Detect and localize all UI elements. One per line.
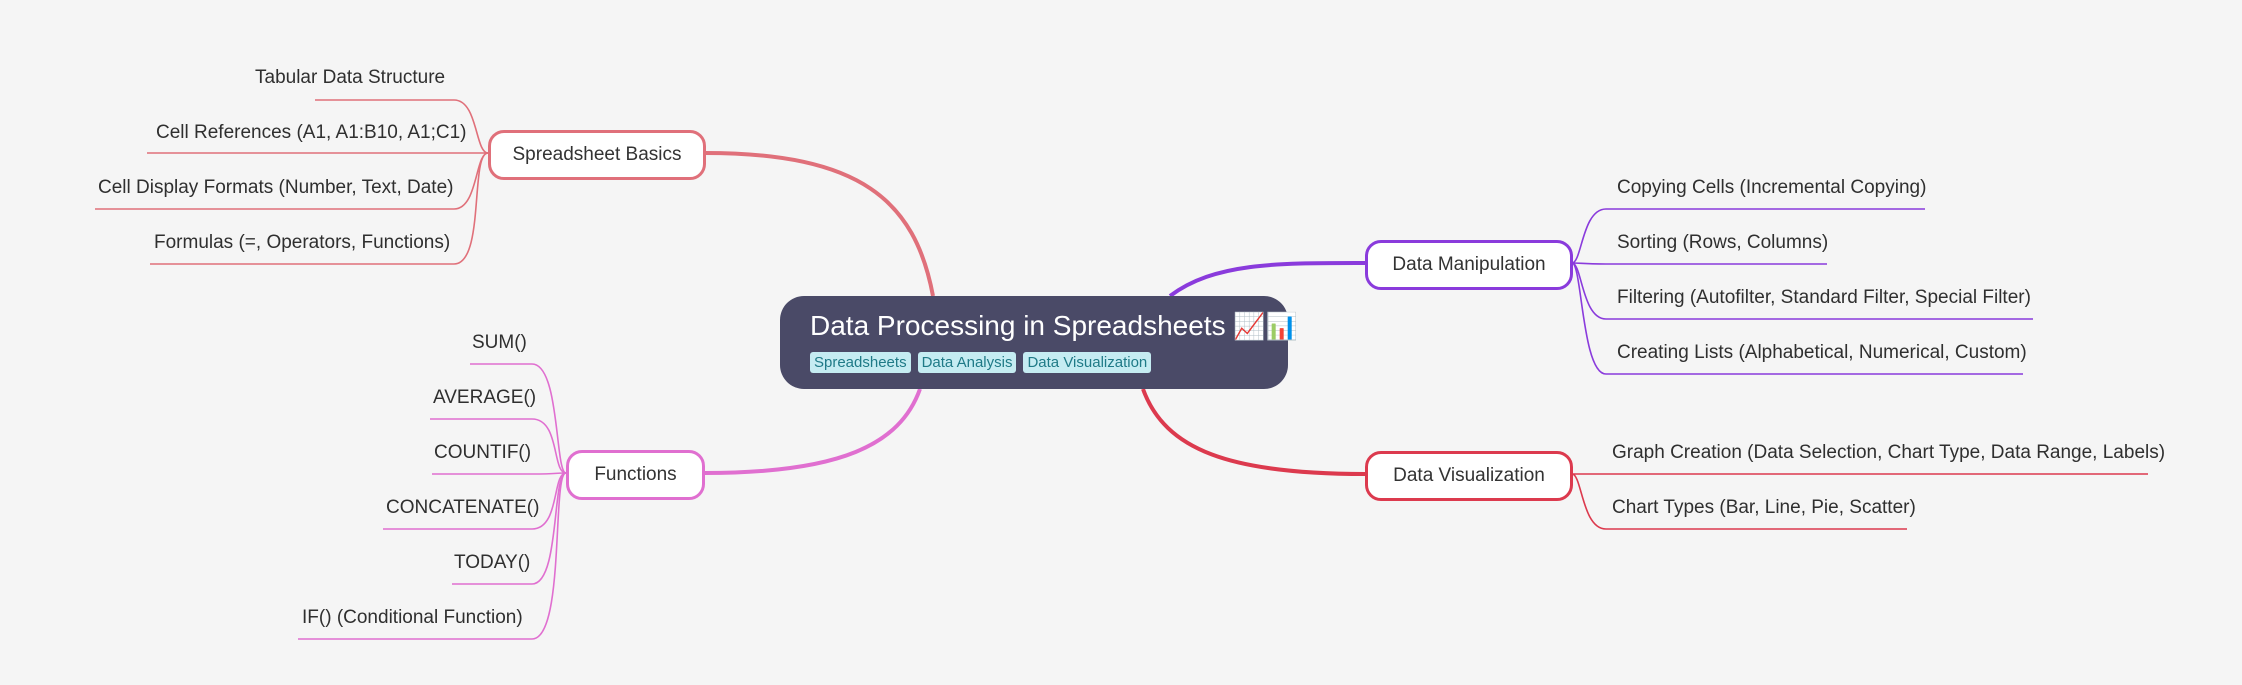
leaf-cell-display-formats[interactable]: Cell Display Formats (Number, Text, Date…: [98, 177, 454, 198]
leaf-graph-creation[interactable]: Graph Creation (Data Selection, Chart Ty…: [1612, 442, 2166, 463]
tag-data-analysis[interactable]: Data Analysis: [917, 352, 1017, 373]
branch-data-visualization[interactable]: Data Visualization: [1365, 451, 1573, 501]
leaf-filtering[interactable]: Filtering (Autofilter, Standard Filter, …: [1617, 287, 2031, 308]
leaf-cell-references[interactable]: Cell References (A1, A1:B10, A1;C1): [156, 122, 467, 143]
leaf-chart-types[interactable]: Chart Types (Bar, Line, Pie, Scatter): [1612, 497, 1916, 518]
branch-label: Data Manipulation: [1392, 254, 1546, 275]
central-topic[interactable]: Data Processing in Spreadsheets 📈📊 Sprea…: [780, 296, 1298, 389]
central-topic-title: Data Processing in Spreadsheets 📈📊: [810, 308, 1298, 344]
branch-functions[interactable]: Functions: [566, 450, 705, 500]
leaf-copying-cells[interactable]: Copying Cells (Incremental Copying): [1617, 177, 1927, 198]
chart-emoji-icon: 📈📊: [1233, 311, 1299, 341]
branch-label: Functions: [594, 464, 677, 485]
tag-spreadsheets[interactable]: Spreadsheets: [810, 352, 911, 373]
branch-spreadsheet-basics[interactable]: Spreadsheet Basics: [488, 130, 706, 180]
leaf-formulas[interactable]: Formulas (=, Operators, Functions): [154, 232, 451, 253]
leaf-tabular-data-structure[interactable]: Tabular Data Structure: [255, 67, 446, 88]
leaf-today[interactable]: TODAY(): [454, 552, 531, 573]
central-topic-text: Data Processing in Spreadsheets: [810, 310, 1226, 341]
leaf-creating-lists[interactable]: Creating Lists (Alphabetical, Numerical,…: [1617, 342, 2027, 363]
leaf-sum[interactable]: SUM(): [472, 332, 527, 353]
leaf-countif[interactable]: COUNTIF(): [434, 442, 532, 463]
leaf-average[interactable]: AVERAGE(): [433, 387, 537, 408]
tag-data-visualization[interactable]: Data Visualization: [1023, 352, 1152, 373]
branch-label: Spreadsheet Basics: [512, 144, 682, 165]
leaf-sorting[interactable]: Sorting (Rows, Columns): [1617, 232, 1829, 253]
leaf-concatenate[interactable]: CONCATENATE(): [386, 497, 540, 518]
leaf-if[interactable]: IF() (Conditional Function): [302, 607, 523, 628]
branch-label: Data Visualization: [1393, 465, 1545, 486]
branch-data-manipulation[interactable]: Data Manipulation: [1365, 240, 1573, 290]
topic-tags: Spreadsheets Data Analysis Data Visualiz…: [810, 352, 1288, 373]
